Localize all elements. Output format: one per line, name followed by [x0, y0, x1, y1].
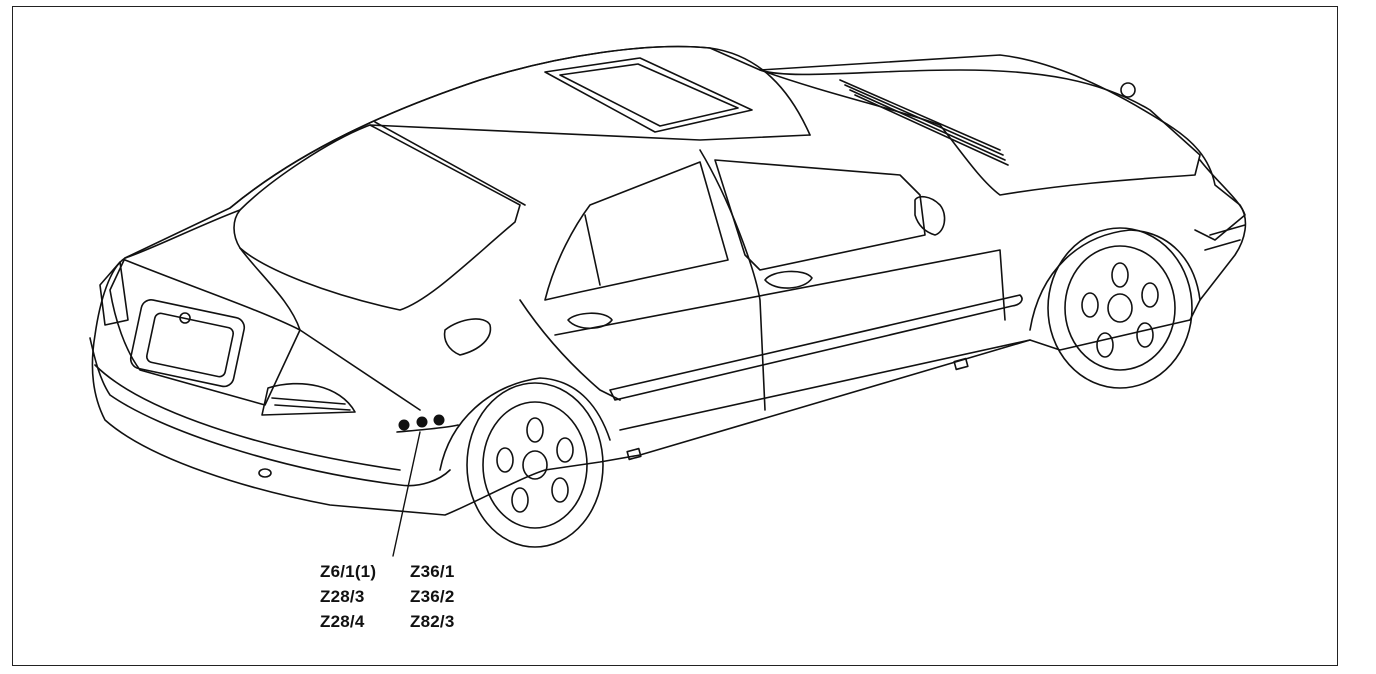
side-mirror: [914, 195, 946, 236]
rear-bumper: [89, 337, 451, 487]
tail-light-left: [99, 261, 129, 326]
body-outline: [91, 45, 1247, 516]
fuel-flap: [443, 318, 492, 356]
front-wheel-arch: [1029, 229, 1201, 331]
door-handle-front: [764, 270, 813, 289]
tail-light-right: [261, 382, 356, 416]
diagram-frame: [12, 6, 1338, 666]
rear-door-window: [544, 161, 729, 301]
trunk-lid: [109, 209, 421, 411]
rear-wheel-arch: [439, 377, 611, 471]
rear-wheel: [466, 382, 604, 548]
body-side-moulding: [609, 294, 1023, 401]
connector-dot-3: [433, 414, 445, 426]
hood-vents: [839, 79, 1009, 166]
callout-label-z82-3: Z82/3: [410, 612, 455, 631]
callout-label-z36-2: Z36/2: [410, 587, 455, 606]
rear-window: [233, 124, 521, 311]
front-door-window: [714, 159, 926, 271]
license-plate: [129, 299, 246, 388]
callout-label-z28-4: Z28/4: [320, 612, 365, 631]
callout-leader-line: [392, 431, 421, 557]
door-handle-rear: [567, 312, 613, 330]
sunroof: [544, 57, 753, 133]
roof-line: [229, 45, 811, 209]
front-wheel: [1047, 227, 1193, 389]
callout-label-z6-1-1: Z6/1(1): [320, 562, 377, 581]
connector-bracket: [396, 424, 459, 433]
connector-dot-2: [416, 416, 428, 428]
hood: [759, 69, 1201, 196]
door-divider: [699, 149, 766, 411]
callout-label-z36-1: Z36/1: [410, 562, 455, 581]
callout-label-z28-3: Z28/3: [320, 587, 365, 606]
connector-dot-1: [398, 419, 410, 431]
